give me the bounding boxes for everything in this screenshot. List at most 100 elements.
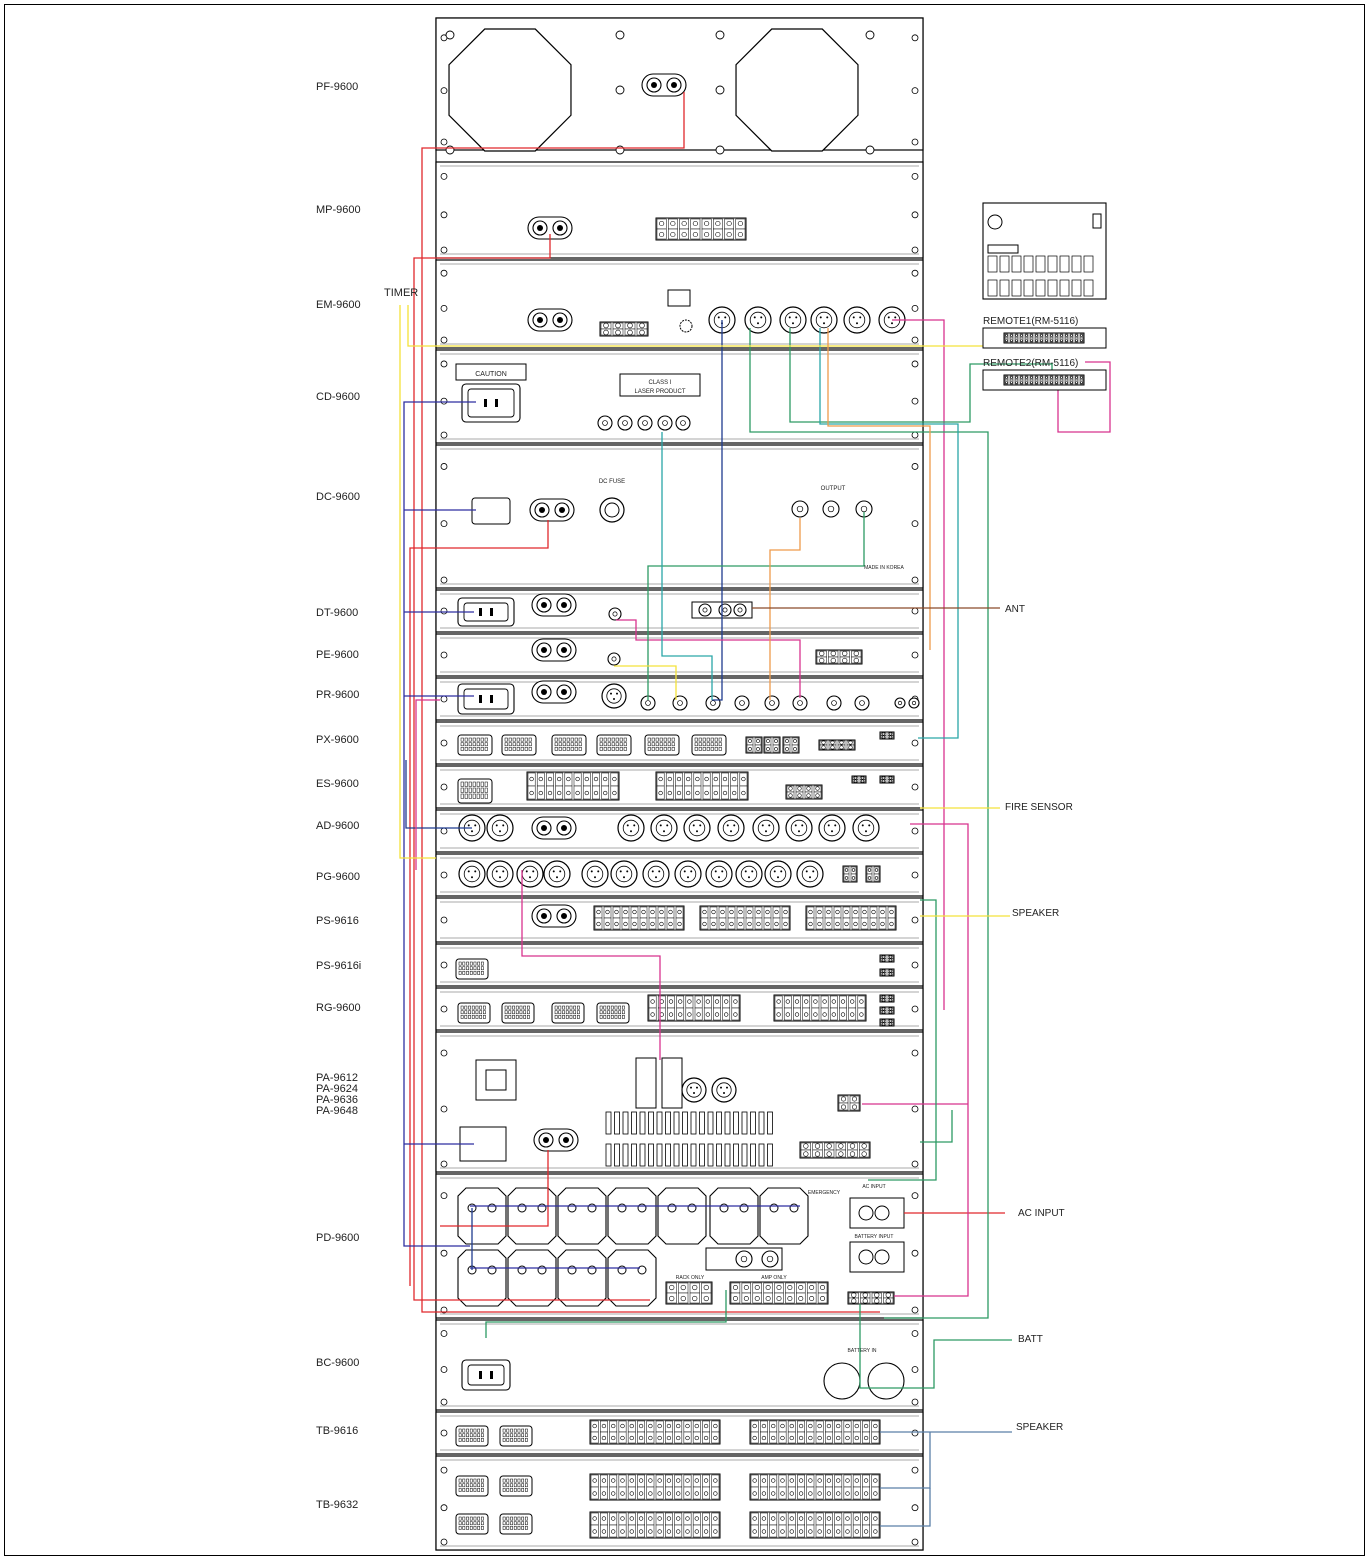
terminal-cell [692, 1486, 701, 1500]
terminal-cell [824, 906, 833, 919]
unit-dt [435, 589, 924, 633]
screw [817, 1435, 822, 1441]
pin [615, 742, 619, 747]
terminal-cell [675, 906, 684, 919]
terminal-cell [721, 772, 729, 787]
xlr-pin [666, 824, 669, 827]
terminal-cell [787, 1431, 796, 1444]
screw [871, 921, 876, 927]
screw [676, 790, 682, 796]
terminal-cell [657, 906, 666, 919]
screw [752, 1423, 757, 1429]
screw [840, 999, 846, 1004]
terminal-cell [630, 917, 639, 930]
xlr-connector [486, 814, 514, 842]
screw [658, 776, 663, 782]
remote-display [987, 244, 1019, 254]
mount-hole [911, 916, 919, 924]
rca-core [796, 505, 804, 513]
pin [663, 742, 667, 747]
pin [468, 1005, 471, 1010]
iec-pin [490, 608, 493, 616]
unit-ad [435, 809, 924, 853]
rca-jack [826, 695, 842, 711]
screw [888, 779, 893, 783]
pin [619, 742, 623, 747]
screw [1030, 339, 1033, 342]
screw [615, 322, 621, 329]
pin [506, 1488, 510, 1492]
pin [710, 737, 714, 742]
terminal-cell [679, 218, 689, 230]
terminal-post [874, 1205, 890, 1221]
unit-label-ps: PS-9616 [316, 915, 359, 927]
pin [671, 737, 675, 742]
vent-slot [758, 1111, 765, 1135]
xlr-pin [859, 316, 862, 319]
screw [789, 1516, 794, 1521]
outlet-pin [789, 1203, 799, 1213]
screw [1030, 381, 1033, 384]
rca-core [740, 1255, 748, 1263]
terminal-cell [627, 1431, 636, 1444]
xlr-pin [559, 870, 562, 873]
terminal-post [858, 1249, 874, 1265]
screw [804, 999, 809, 1004]
screw [859, 1012, 864, 1017]
screw [724, 999, 729, 1004]
terminal-cell [630, 906, 639, 919]
pin [520, 747, 524, 751]
pin [554, 1015, 558, 1019]
screw [867, 876, 872, 880]
terminal-cell [648, 995, 657, 1009]
terminal-cell [609, 1512, 618, 1526]
vent-slot [690, 1111, 697, 1135]
screw [703, 1491, 709, 1496]
xlr-inner [655, 819, 673, 837]
screw [798, 1478, 804, 1483]
screw [705, 999, 710, 1004]
screw [774, 747, 778, 751]
terminal-cell [834, 1420, 843, 1433]
screw [854, 1516, 859, 1521]
pin [618, 1005, 622, 1010]
post-core [557, 225, 563, 231]
pin [517, 1488, 521, 1492]
terminal-block [665, 1281, 713, 1305]
mount-hole [440, 1330, 448, 1337]
iec-pin [479, 1371, 482, 1379]
screw [851, 1104, 857, 1110]
xlr-connector [735, 860, 763, 888]
screw [881, 1007, 886, 1011]
outlet-pin [537, 1203, 547, 1213]
terminal-cell [760, 1486, 768, 1500]
vent-slot [724, 1111, 731, 1135]
unit-label-ad: AD-9600 [316, 820, 359, 832]
screw [657, 1423, 662, 1429]
pin [458, 1478, 462, 1483]
pin [512, 1015, 515, 1019]
screw [826, 1529, 832, 1534]
pin [524, 737, 528, 742]
terminal-cell [703, 1007, 712, 1021]
terminal-cell [852, 1431, 861, 1444]
terminal-cell [637, 1512, 645, 1526]
xlr-pin [723, 1092, 725, 1094]
unit-pa [435, 1031, 924, 1173]
screw [873, 1478, 878, 1483]
xlr-pin [780, 870, 783, 873]
screw [1060, 376, 1063, 379]
screw [849, 1143, 856, 1149]
unit-label-mp: MP-9600 [316, 204, 361, 216]
outlet-pin [637, 1265, 647, 1275]
screw [692, 1295, 698, 1302]
terminal-cell [609, 1474, 618, 1488]
terminal-cell [656, 785, 665, 800]
terminal-cell [745, 906, 754, 919]
screw [714, 1012, 720, 1017]
terminal-cell [741, 1282, 752, 1294]
screw [817, 1478, 822, 1483]
terminal-cell [600, 1486, 608, 1500]
terminal-cell [778, 1486, 787, 1500]
screw [1035, 339, 1038, 342]
